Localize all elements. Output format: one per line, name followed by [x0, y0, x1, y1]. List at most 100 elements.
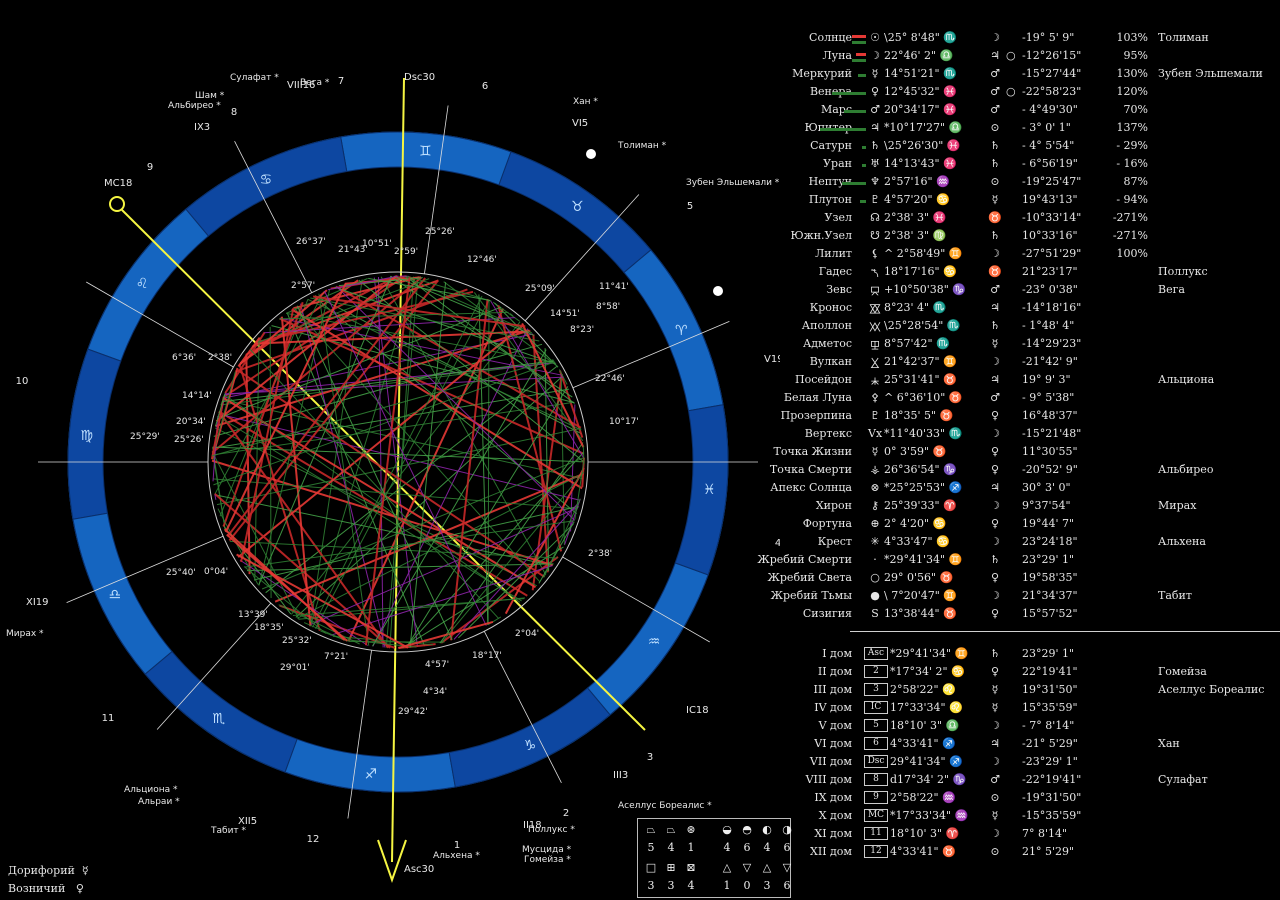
planet-row[interactable]: Гадес⯲18°17'16" ♋♉21°23'17"Поллукс — [740, 264, 1280, 282]
planet-row[interactable]: Жребий Тьмы●\ 7°20'47" ♊☽21°34'37"Табит — [740, 588, 1280, 606]
angle-label-dsc: Dsc30 — [404, 72, 435, 83]
zodiac-glyph: ♏ — [212, 711, 225, 727]
aspect-lines — [211, 275, 585, 649]
aspect-line — [312, 295, 483, 628]
planet-row[interactable]: Меркурий☿14°51'21" ♏♂-15°27'44"130%Зубен… — [740, 66, 1280, 84]
planet-position: *10°17'27" ♎ — [884, 121, 963, 134]
natal-chart-wheel[interactable]: ♈♉♊♋♌♍♎♏♐♑♒♓ Dsc30Asc30MC18IC18V19XI19IX… — [0, 0, 780, 900]
planet-declination: 9°37'54" — [1022, 499, 1071, 512]
planet-row[interactable]: Жребий Света○29° 0'56" ♉♀19°58'35" — [740, 570, 1280, 588]
planet-row[interactable]: Уран♅14°13'43" ♓♄- 6°56'19"- 16% — [740, 156, 1280, 174]
house-cusp — [424, 105, 449, 274]
house-position: 29°41'34" ♐ — [890, 755, 963, 768]
planet-row[interactable]: Лилит⚸^ 2°58'49" ♊☽-27°51'29"100% — [740, 246, 1280, 264]
planet-row[interactable]: Адметос⯶8°57'42" ♏☿-14°29'23" — [740, 336, 1280, 354]
planet-row[interactable]: Юпитер♃*10°17'27" ♎⊙- 3° 0' 1"137% — [740, 120, 1280, 138]
planet-row[interactable]: Посейдон⯸25°31'41" ♉♃19° 9' 3"Альциона — [740, 372, 1280, 390]
angle-label-mc: MC18 — [104, 178, 132, 189]
planet-position-label: 26°37' — [296, 237, 326, 247]
planet-ruler: ☽ — [990, 427, 1000, 440]
aspect-line — [368, 277, 491, 301]
legend-count: 5 — [647, 841, 655, 854]
aspect-line — [244, 520, 575, 568]
house-symbol: 2 — [864, 665, 888, 678]
house-symbol: 5 — [864, 719, 888, 732]
planet-symbol: ☽ — [870, 49, 880, 62]
strength-bar-segment — [856, 53, 866, 56]
planet-name: Аполлон — [801, 319, 852, 332]
strength-bar-segment — [858, 74, 866, 77]
aspect-line — [402, 546, 564, 649]
planet-row[interactable]: Фортуна⊕2° 4'20" ♋♀19°44' 7" — [740, 516, 1280, 534]
house-ruler: ☽ — [990, 755, 1000, 768]
zodiac-sector — [67, 348, 122, 520]
planet-position-label: 25°32' — [282, 636, 312, 646]
planet-row[interactable]: Белая Луна⚴^ 6°36'10" ♉♂- 9° 5'38" — [740, 390, 1280, 408]
planet-ruler: ♂ — [990, 283, 1000, 296]
planet-position: 0° 3'59" ♉ — [884, 445, 947, 458]
house-position: *17°33'34" ♒ — [890, 809, 969, 822]
house-ruler: ☽ — [990, 719, 1000, 732]
aspect-line — [327, 275, 399, 291]
house-cusp — [524, 194, 640, 322]
house-symbol: 8 — [864, 773, 888, 786]
planet-row[interactable]: Зевс⯳+10°50'38" ♑♂-23° 0'38"Вега — [740, 282, 1280, 300]
planet-row[interactable]: Апекс Солнца⊗*25°25'53" ♐♃30° 3' 0" — [740, 480, 1280, 498]
house-symbol: 11 — [864, 827, 888, 840]
aspect-line — [300, 303, 386, 648]
planet-row[interactable]: Плутон♇4°57'20" ♋☿19°43'13"- 94% — [740, 192, 1280, 210]
aspect-line — [215, 275, 398, 423]
planet-position: 20°34'17" ♓ — [884, 103, 957, 116]
planet-name: Точка Жизни — [773, 445, 852, 458]
planet-row[interactable]: Точка Смерти⚶26°36'54" ♑♀-20°52' 9"Альби… — [740, 462, 1280, 480]
aspect-line — [404, 451, 585, 649]
aspect-line — [397, 620, 494, 649]
planet-symbol: ♄ — [870, 139, 880, 152]
planet-position-label: 2°38' — [588, 549, 612, 559]
planet-row[interactable]: Марс♂20°34'17" ♓♂- 4°49'30"70% — [740, 102, 1280, 120]
planet-row[interactable]: Жребий Смерти·*29°41'34" ♊♄23°29' 1" — [740, 552, 1280, 570]
planet-row[interactable]: Прозерпина♇18°35' 5" ♉♀16°48'37" — [740, 408, 1280, 426]
planet-row[interactable]: Вулкан⯷21°42'37" ♊☽-21°42' 9" — [740, 354, 1280, 372]
planet-row[interactable]: Хирон⚷25°39'33" ♈☽9°37'54"Мирах — [740, 498, 1280, 516]
aspect-line — [211, 451, 300, 620]
aspect-line — [217, 415, 522, 602]
planet-row[interactable]: Аполлон⯵\25°28'54" ♏♄- 1°48' 4" — [740, 318, 1280, 336]
legend-symbol: ◓ — [742, 823, 752, 836]
star-label: Альраи * — [138, 797, 180, 807]
planet-row[interactable]: Точка Жизни☿0° 3'59" ♉♀11°30'55" — [740, 444, 1280, 462]
planet-row[interactable]: Сатурн♄\25°26'30" ♓♄- 4° 5'54"- 29% — [740, 138, 1280, 156]
planet-row[interactable]: Узел☊2°38' 3" ♓♉-10°33'14"-271% — [740, 210, 1280, 228]
planet-position: 2°38' 3" ♓ — [884, 211, 947, 224]
aspect-line — [218, 410, 389, 649]
aspect-line — [215, 329, 530, 428]
legend-count: 1 — [687, 841, 695, 854]
planet-row[interactable]: Южн.Узел☋2°38' 3" ♍♄10°33'16"-271% — [740, 228, 1280, 246]
aspect-line — [211, 396, 225, 459]
zodiac-glyph: ♓ — [703, 482, 716, 498]
planet-row[interactable]: Солнце☉\25° 8'48" ♏☽-19° 5' 9"103%Толима… — [740, 30, 1280, 48]
planet-declination: -19°25'47" — [1022, 175, 1082, 188]
planet-row[interactable]: Кронос⯴8°23' 4" ♏♃-14°18'16" — [740, 300, 1280, 318]
planet-row[interactable]: Крест✳4°33'47" ♋☽23°24'18"Альхена — [740, 534, 1280, 552]
planet-ruler: ♄ — [990, 229, 1000, 242]
aspect-line — [296, 472, 584, 619]
planet-row[interactable]: Венера♀12°45'32" ♓♂○-22°58'23"120% — [740, 84, 1280, 102]
planet-row[interactable]: Нептун♆2°57'16" ♒⊙-19°25'47"87% — [740, 174, 1280, 192]
angle-label-viii: VIII16 — [287, 80, 315, 91]
planet-row[interactable]: Луна☽22°46' 2" ♎♃○-12°26'15"95% — [740, 48, 1280, 66]
